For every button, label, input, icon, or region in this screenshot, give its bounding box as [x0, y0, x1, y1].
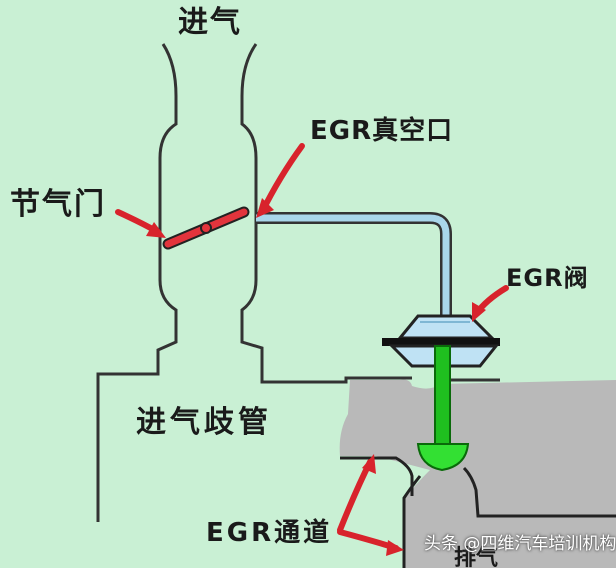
exhaust-passage-wall — [462, 466, 616, 518]
watermark: 头条 @四维汽车培训机构 — [424, 534, 616, 554]
intake-tube-right-wall — [240, 43, 412, 384]
label-egr-passage: EGR通道 — [206, 518, 333, 548]
label-intake-manifold: 进气歧管 — [136, 405, 272, 440]
arrow-egr-passage-upper-head — [362, 454, 376, 474]
egr-valve-stem — [434, 345, 451, 447]
egr-valve-diaphragm — [382, 338, 500, 346]
arrow-vacuum-port-head — [256, 198, 274, 218]
egr-valve-housing-top — [396, 314, 496, 340]
label-throttle-valve: 节气门 — [10, 187, 106, 222]
egr-vacuum-tube — [256, 212, 452, 318]
label-exhaust-partial: 排气 — [454, 546, 499, 568]
intake-tube-left-wall — [96, 43, 178, 516]
arrow-vacuum-port — [259, 143, 305, 215]
throttle-shaft — [200, 222, 212, 234]
arrow-egr-passage-upper — [337, 459, 373, 533]
label-intake: 进气 — [178, 5, 242, 40]
arrow-egr-passage-lower-head — [386, 540, 404, 556]
label-egr-valve: EGR阀 — [506, 264, 589, 292]
arrow-throttle-head — [146, 222, 166, 238]
exhaust-block — [339, 379, 616, 568]
egr-passage-wall — [340, 456, 414, 496]
egr-passage-inner — [402, 475, 422, 568]
arrow-egr-valve-head — [472, 302, 486, 322]
label-egr-vacuum-port: EGR真空口 — [310, 116, 454, 146]
egr-valve-head — [416, 443, 470, 472]
egr-vacuum-tube-fill — [256, 214, 450, 318]
